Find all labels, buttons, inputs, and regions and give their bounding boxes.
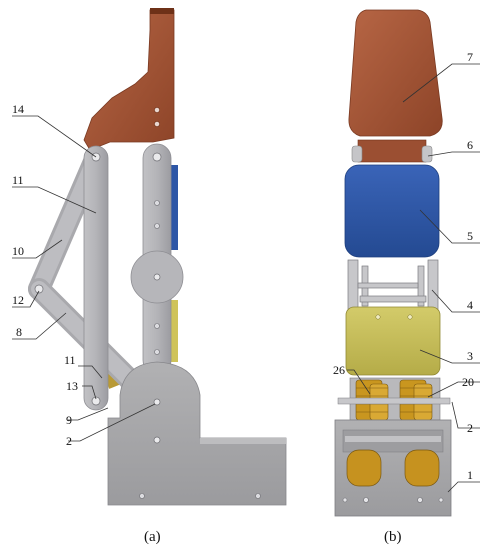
yellow-plate-side (170, 300, 178, 362)
copper-top-link (83, 9, 175, 151)
label-a-11-lower: 11 (64, 353, 76, 367)
spool-right (404, 449, 440, 487)
neck-bar (357, 139, 427, 163)
middle-linkage-frame (347, 259, 439, 311)
panel-a-side-view (28, 8, 287, 506)
label-a-14: 14 (12, 102, 24, 116)
label-b-20: 20 (462, 375, 474, 389)
label-b-6: 6 (467, 138, 473, 152)
blue-plate-side (170, 165, 178, 250)
label-b-4: 4 (467, 298, 473, 312)
label-b-7: 7 (467, 50, 473, 64)
label-a-9: 9 (66, 413, 72, 427)
label-b-26: 26 (333, 363, 345, 377)
yellow-plate (345, 306, 441, 376)
leader-lines (12, 63, 480, 493)
label-a-11-upper: 11 (12, 173, 24, 187)
panel-b-front-view (334, 9, 452, 517)
link-11 (83, 145, 109, 411)
label-a-10: 10 (12, 244, 24, 258)
label-b-2: 2 (467, 421, 473, 435)
part-labels-b: 7 6 5 4 3 26 20 2 1 (333, 50, 474, 482)
spool-left (346, 449, 382, 487)
part-labels-a: 14 11 10 12 8 11 13 9 2 (12, 102, 78, 448)
label-b-1: 1 (467, 468, 473, 482)
label-a-12: 12 (12, 293, 24, 307)
label-a-8: 8 (16, 325, 22, 339)
base-body (107, 361, 287, 506)
label-b-3: 3 (467, 349, 473, 363)
caption-b: (b) (384, 529, 402, 545)
label-b-5: 5 (467, 229, 473, 243)
copper-top-front (348, 9, 443, 137)
label-a-2: 2 (66, 434, 72, 448)
gear-train (337, 377, 451, 421)
caption-a: (a) (144, 529, 161, 545)
label-a-13: 13 (66, 379, 78, 393)
blue-block (344, 164, 440, 258)
